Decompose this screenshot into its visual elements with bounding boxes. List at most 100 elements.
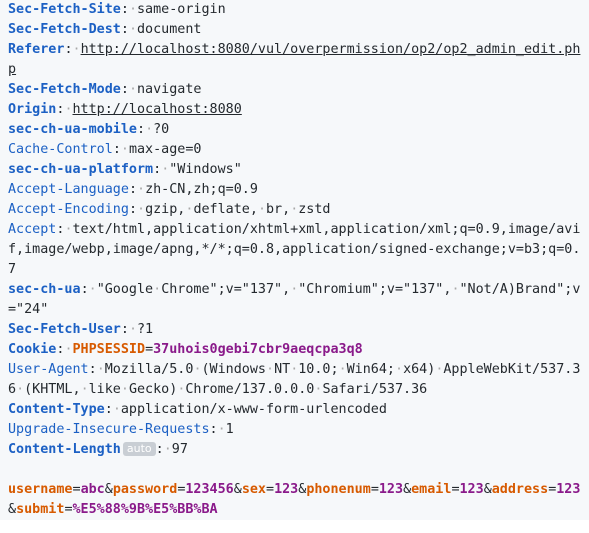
whitespace-marker: · bbox=[266, 362, 275, 377]
header-separator: : bbox=[88, 362, 97, 377]
param-name: email bbox=[411, 482, 452, 497]
header-value: document bbox=[137, 22, 202, 37]
whitespace-marker: · bbox=[64, 102, 73, 117]
header-key: Sec-Fetch-Mode bbox=[8, 82, 121, 97]
header-line[interactable]: sec-ch-ua-mobile:·?0 bbox=[8, 120, 583, 140]
whitespace-marker: · bbox=[96, 362, 105, 377]
param-separator: & bbox=[8, 502, 17, 517]
header-value: "Windows" bbox=[169, 162, 242, 177]
whitespace-marker: · bbox=[128, 22, 137, 37]
header-value: application/x-www-form-urlencoded bbox=[120, 402, 387, 417]
header-value-link[interactable]: http://localhost:8080 bbox=[72, 102, 242, 117]
cookie-name: PHPSESSID bbox=[72, 342, 146, 357]
param-value: abc bbox=[80, 482, 105, 497]
header-separator: : bbox=[120, 82, 129, 97]
whitespace-marker: · bbox=[128, 322, 137, 337]
whitespace-marker: · bbox=[290, 202, 299, 217]
header-line[interactable]: Sec-Fetch-Dest:·document bbox=[8, 20, 583, 40]
header-key: Accept bbox=[8, 222, 57, 237]
param-value: 123456 bbox=[185, 482, 234, 497]
header-line[interactable]: Origin:·http://localhost:8080 bbox=[8, 100, 583, 120]
param-value: 123 bbox=[459, 482, 484, 497]
header-line[interactable]: User-Agent:·Mozilla/5.0·(Windows·NT·10.0… bbox=[8, 360, 583, 400]
param-equals: = bbox=[72, 482, 81, 497]
whitespace-marker: · bbox=[161, 162, 170, 177]
whitespace-marker: · bbox=[64, 342, 73, 357]
header-value: navigate bbox=[137, 82, 202, 97]
header-value: same-origin bbox=[137, 2, 226, 17]
param-separator: & bbox=[403, 482, 412, 497]
header-line[interactable]: sec-ch-ua-platform:·"Windows" bbox=[8, 160, 583, 180]
param-value: 123 bbox=[378, 482, 404, 497]
header-line[interactable]: Upgrade-Insecure-Requests:·1 bbox=[8, 420, 583, 440]
param-name: submit bbox=[16, 502, 65, 517]
param-separator: & bbox=[483, 482, 492, 497]
header-key: Accept-Language bbox=[8, 182, 129, 197]
whitespace-marker: · bbox=[120, 142, 129, 157]
header-value-link[interactable]: http://localhost:8080/vul/overpermission… bbox=[8, 42, 581, 77]
whitespace-marker: · bbox=[435, 362, 444, 377]
whitespace-marker: · bbox=[153, 282, 162, 297]
header-separator: : bbox=[64, 42, 73, 57]
header-separator: : bbox=[104, 402, 113, 417]
header-key: Cache-Control bbox=[8, 142, 113, 157]
request-body[interactable]: username=abc&password=123456&sex=123&pho… bbox=[8, 480, 583, 520]
param-equals: = bbox=[451, 482, 460, 497]
param-value: 123 bbox=[274, 482, 299, 497]
whitespace-marker: · bbox=[290, 362, 299, 377]
whitespace-marker: · bbox=[290, 282, 299, 297]
param-name: sex bbox=[241, 482, 266, 497]
header-key: Content-Type bbox=[8, 402, 105, 417]
param-separator: & bbox=[104, 482, 113, 497]
header-line[interactable]: Cache-Control:·max-age=0 bbox=[8, 140, 583, 160]
header-line[interactable]: Referer:·http://localhost:8080/vul/overp… bbox=[8, 40, 583, 80]
cookie-equals: = bbox=[145, 342, 154, 357]
header-separator: : bbox=[56, 102, 65, 117]
header-key: sec-ch-ua-mobile bbox=[8, 122, 137, 137]
header-line[interactable]: sec-ch-ua:·"Google·Chrome";v="137",·"Chr… bbox=[8, 280, 583, 320]
header-separator: : bbox=[56, 222, 65, 237]
whitespace-marker: · bbox=[137, 202, 146, 217]
header-line[interactable]: Sec-Fetch-User:·?1 bbox=[8, 320, 583, 340]
header-key: Sec-Fetch-User bbox=[8, 322, 121, 337]
header-line[interactable]: Sec-Fetch-Mode:·navigate bbox=[8, 80, 583, 100]
header-line[interactable]: Cookie:·PHPSESSID=37uhois0gebi7cbr9aeqcp… bbox=[8, 340, 583, 360]
header-value: text/html,application/xhtml+xml,applicat… bbox=[8, 222, 581, 277]
auto-badge[interactable]: auto bbox=[122, 442, 156, 456]
header-key: sec-ch-ua bbox=[8, 282, 81, 297]
header-line[interactable]: Sec-Fetch-Site:·same-origin bbox=[8, 0, 583, 20]
header-value: ?0 bbox=[153, 122, 170, 137]
header-line[interactable]: Accept-Language:·zh-CN,zh;q=0.9 bbox=[8, 180, 583, 200]
header-separator: : bbox=[56, 342, 65, 357]
whitespace-marker: · bbox=[257, 202, 266, 217]
header-line[interactable]: Accept-Encoding:·gzip,·deflate,·br,·zstd bbox=[8, 200, 583, 220]
header-key: sec-ch-ua-platform bbox=[8, 162, 154, 177]
header-key: Sec-Fetch-Site bbox=[8, 2, 121, 17]
header-key: User-Agent bbox=[8, 362, 89, 377]
header-value: ?1 bbox=[137, 322, 154, 337]
param-value: %E5%88%9B%E5%BB%BA bbox=[72, 502, 218, 517]
header-key: Accept-Encoding bbox=[8, 202, 129, 217]
header-key: Cookie bbox=[8, 342, 57, 357]
whitespace-marker: · bbox=[16, 382, 25, 397]
param-name: address bbox=[491, 482, 549, 497]
param-name: username bbox=[8, 482, 73, 497]
header-key: Referer bbox=[8, 42, 65, 57]
whitespace-marker: · bbox=[112, 402, 121, 417]
param-equals: = bbox=[370, 482, 379, 497]
whitespace-marker: · bbox=[80, 382, 89, 397]
header-value: zh-CN,zh;q=0.9 bbox=[145, 182, 258, 197]
param-value: 123 bbox=[556, 482, 581, 497]
whitespace-marker: · bbox=[163, 442, 172, 457]
whitespace-marker: · bbox=[145, 122, 154, 137]
whitespace-marker: · bbox=[137, 182, 146, 197]
header-key: Content-Length bbox=[8, 442, 121, 457]
whitespace-marker: · bbox=[64, 222, 73, 237]
param-name: password bbox=[112, 482, 178, 497]
header-line[interactable]: Content-Type:·application/x-www-form-url… bbox=[8, 400, 583, 420]
header-line[interactable]: Accept:·text/html,application/xhtml+xml,… bbox=[8, 220, 583, 280]
whitespace-marker: · bbox=[128, 2, 137, 17]
header-separator: : bbox=[153, 162, 162, 177]
